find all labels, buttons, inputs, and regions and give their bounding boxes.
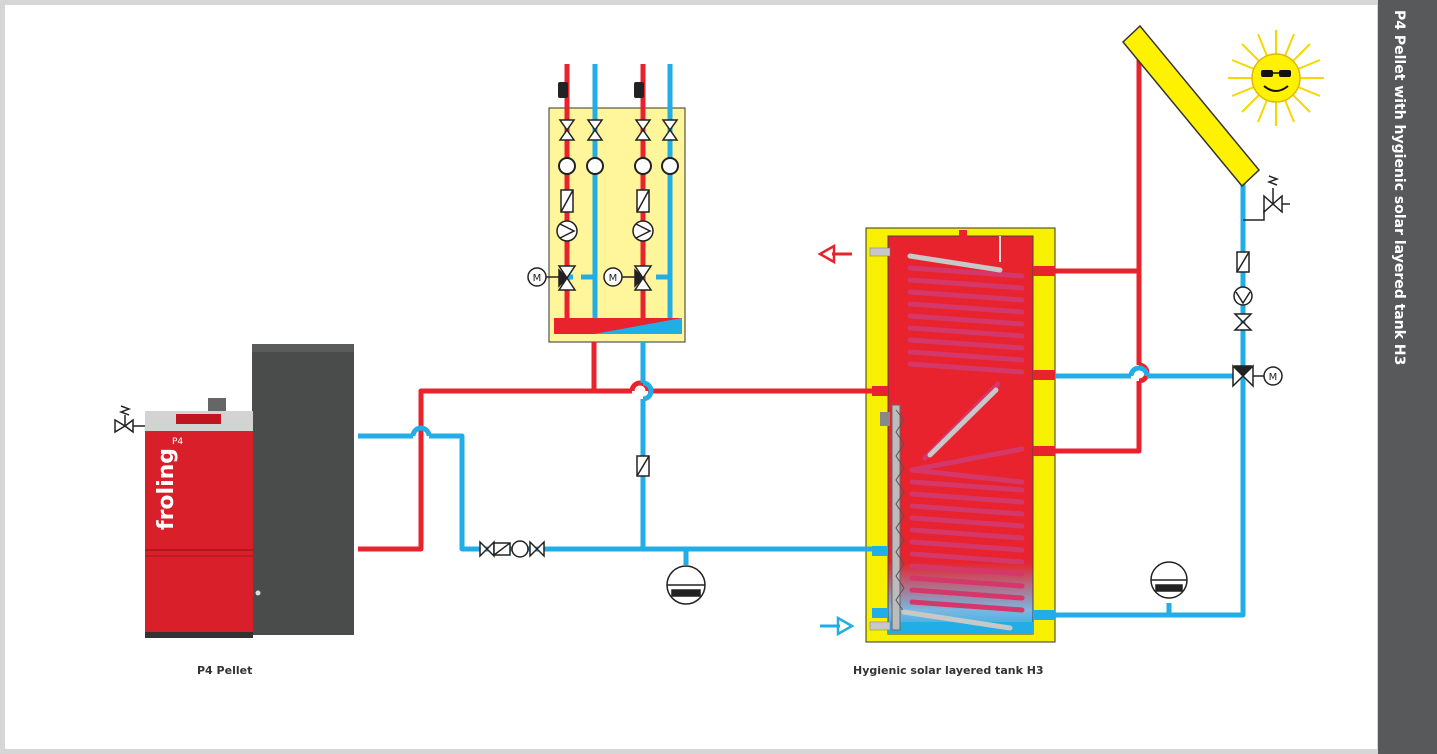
solar-station-icons — [1233, 251, 1253, 331]
motor-label: M — [609, 273, 618, 284]
boiler-caption: P4 Pellet — [197, 664, 253, 677]
sidebar: P4 Pellet with hygienic solar layered ta… — [1378, 0, 1437, 754]
expansion-vessel-icons — [666, 561, 1188, 605]
hygienic-solar-layered-tank — [865, 227, 1056, 643]
solar-collector — [1121, 24, 1261, 188]
solar-safety-valve-icon — [1243, 175, 1290, 221]
check-valve-icons — [560, 189, 650, 477]
pellet-boiler: froling P4 — [145, 344, 354, 638]
hydraulic-schematic: froling P4 — [114, 24, 1324, 643]
thermostat-head-icons — [558, 82, 644, 98]
tank-connections — [869, 247, 1055, 631]
motor-label: M — [533, 273, 542, 284]
boiler-model-mark: P4 — [172, 437, 183, 447]
thermometer-icons — [558, 157, 679, 175]
shutoff-valve-icons — [558, 119, 679, 141]
tank-caption: Hygienic solar layered tank H3 — [853, 664, 1044, 677]
sidebar-title: P4 Pellet with hygienic solar layered ta… — [1391, 10, 1407, 366]
dhw-heat-exchanger-coil — [907, 265, 1025, 375]
motor-icons: M M M — [527, 267, 1283, 386]
cold-water-inlet-arrow — [820, 615, 855, 637]
boiler-safety-valve-icon — [114, 405, 145, 434]
solar-three-way-valve-icon — [1232, 364, 1264, 388]
boiler-brand-logo: froling — [154, 448, 179, 530]
mixing-valve-icons — [546, 265, 653, 291]
sun-icon — [1228, 30, 1324, 126]
hot-water-outlet-arrow — [817, 243, 852, 265]
pellet-hopper — [252, 344, 354, 635]
boiler-loading-valve-group-icon — [479, 540, 545, 558]
boiler-body — [145, 431, 253, 635]
motor-label: M — [1269, 372, 1278, 383]
return-pipes — [358, 64, 1246, 618]
circulation-pump-icons — [556, 220, 654, 242]
